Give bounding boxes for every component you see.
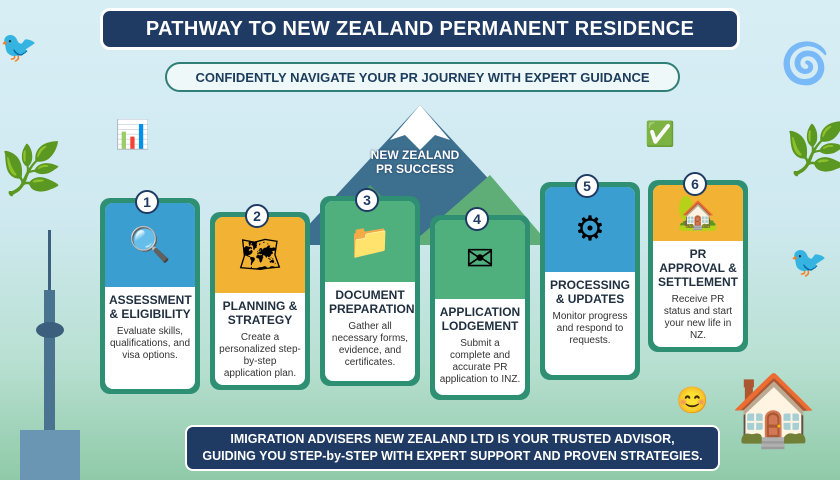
step-description: Evaluate skills, qualifications, and vis… [109,325,191,361]
kiwi-bird-icon: 🐦 [790,246,828,279]
envelope-computer-icon: ✉ [435,220,525,299]
magnifier-document-icon: 🔍 [105,203,195,287]
step-number: 3 [355,188,379,212]
gear-clock-icon: ⚙ [545,187,635,272]
step-number: 1 [135,190,159,214]
advisor-banner: IMIGRATION ADVISERS NEW ZEALAND LTD IS Y… [185,425,720,471]
smiley-icon: 😊 [676,385,709,415]
step-card-6: 🏡 PR APPROVAL & SETTLEMENT Receive PR st… [648,180,748,352]
step-title: ASSESSMENT & ELIGIBILITY [109,292,192,321]
sky-tower-icon [20,230,80,480]
folder-checklist-icon: 📁 [325,201,415,282]
subtitle: CONFIDENTLY NAVIGATE YOUR PR JOURNEY WIT… [165,62,680,92]
step-description: Receive PR status and start your new lif… [663,294,733,341]
banner-line-2: GUIDING YOU STEP-by-STEP WITH EXPERT SUP… [202,449,703,463]
house-icon: 🏠 [730,371,818,449]
map-icon: 🗺 [215,217,305,293]
checkmark-icon: ✅ [645,121,675,148]
koru-icon: 🌀 [780,42,830,86]
step-title: PR APPROVAL & SETTLEMENT [658,247,738,289]
step-card-1: 🔍 ASSESSMENT & ELIGIBILITY Evaluate skil… [100,198,200,394]
step-number: 4 [465,207,489,231]
step-description: Create a personalized step-by-step appli… [219,331,301,379]
chart-icon: 📊 [115,119,150,150]
kiwi-bird-icon: 🐦 [0,31,38,64]
fern-icon: 🌿 [785,121,840,177]
step-description: Gather all necessary forms, evidence, an… [331,321,409,368]
step-number: 5 [575,174,599,198]
step-title: APPLICATION LODGEMENT [439,304,521,333]
step-title: PLANNING & STRATEGY [222,298,298,327]
step-card-4: ✉ APPLICATION LODGEMENT Submit a complet… [430,215,530,400]
step-description: Monitor progress and respond to requests… [552,310,628,346]
fern-icon: 🌿 [0,141,63,197]
step-card-2: 🗺 PLANNING & STRATEGY Create a personali… [210,212,310,390]
step-card-3: 📁 DOCUMENT PREPARATION Gather all necess… [320,196,420,386]
step-number: 6 [683,172,707,196]
step-title: DOCUMENT PREPARATION [329,288,415,316]
step-title: PROCESSING & UPDATES [549,277,630,306]
step-card-5: ⚙ PROCESSING & UPDATES Monitor progress … [540,182,640,380]
page-title: PATHWAY TO NEW ZEALAND PERMANENT RESIDEN… [100,8,740,50]
house-flag-icon: 🏡 [653,185,743,241]
step-description: Submit a complete and accurate PR applic… [439,337,521,385]
step-number: 2 [245,204,269,228]
banner-line-1: IMIGRATION ADVISERS NEW ZEALAND LTD IS Y… [230,432,675,446]
